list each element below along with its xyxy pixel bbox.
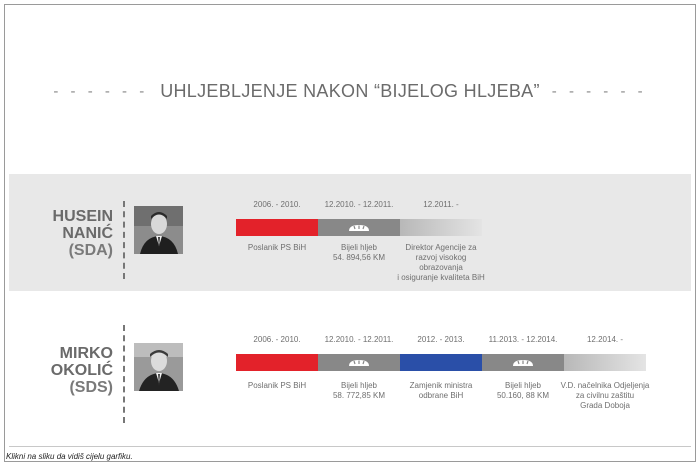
title-dashes-right: - - - - - - bbox=[551, 82, 647, 100]
timeline-segment-gray bbox=[318, 354, 400, 371]
timeline-segment-red bbox=[236, 219, 318, 236]
timeline-segment-gray bbox=[318, 219, 400, 236]
period-label: 12.2010. - 12.2011. bbox=[324, 335, 394, 344]
position-description: Poslanik PS BiH bbox=[232, 381, 322, 391]
name-divider bbox=[123, 325, 125, 423]
bread-icon bbox=[349, 359, 369, 366]
period-label: 11.2013. - 12.2014. bbox=[488, 335, 558, 344]
infographic[interactable]: - - - - - - UHLJEBLJENJE NAKON “BIJELOG … bbox=[4, 4, 696, 462]
timeline-segment-fade bbox=[400, 219, 482, 236]
description-line: Grada Doboja bbox=[580, 401, 630, 410]
description-line: za civilnu zaštitu bbox=[575, 391, 635, 400]
bread-icon bbox=[513, 359, 533, 366]
first-name: HUSEIN bbox=[52, 208, 113, 225]
click-caption[interactable]: Klikni na sliku da vidiš cijelu garfiku. bbox=[6, 452, 133, 461]
timeline-segment-gray bbox=[482, 354, 564, 371]
position-description: Poslanik PS BiH bbox=[232, 243, 322, 253]
description-line: Poslanik PS BiH bbox=[247, 243, 307, 252]
bread-icon bbox=[349, 224, 369, 231]
description-line: Bijeli hljeb bbox=[340, 381, 378, 390]
period-label: 12.2011. - bbox=[423, 200, 459, 209]
footer-divider bbox=[9, 446, 691, 447]
portrait-photo-okolic bbox=[134, 343, 183, 391]
description-line: Bijeli hljeb bbox=[340, 243, 378, 252]
portrait-photo-nanic bbox=[134, 206, 183, 254]
description-line: razvoj visokog obrazovanja bbox=[415, 253, 467, 272]
period-label: 12.2010. - 12.2011. bbox=[324, 200, 394, 209]
timeline-segment-red bbox=[236, 354, 318, 371]
description-line: V.D. načelnika Odjeljenja bbox=[560, 381, 650, 390]
last-name: NANIĆ bbox=[62, 225, 113, 242]
timeline-segment-blue bbox=[400, 354, 482, 371]
person-name-nanic: HUSEIN NANIĆ (SDA) bbox=[35, 208, 113, 259]
description-line: 50.160, 88 KM bbox=[496, 391, 550, 400]
party-label: (SDS) bbox=[69, 379, 113, 396]
description-line: Bijeli hljeb bbox=[504, 381, 542, 390]
title-dashes-left: - - - - - - bbox=[53, 82, 149, 100]
description-line: 58. 772,85 KM bbox=[332, 391, 386, 400]
person-name-okolic: MIRKO OKOLIĆ (SDS) bbox=[35, 345, 113, 396]
name-divider bbox=[123, 201, 125, 279]
period-label: 2006. - 2010. bbox=[253, 335, 301, 344]
infographic-title: UHLJEBLJENJE NAKON “BIJELOG HLJEBA” bbox=[160, 80, 540, 101]
description-line: odbrane BiH bbox=[418, 391, 464, 400]
period-label: 12.2014. - bbox=[586, 335, 624, 344]
timeline-segment-fade bbox=[564, 354, 646, 371]
description-line: i osiguranje kvaliteta BiH bbox=[397, 273, 485, 282]
description-line: Zamjenik ministra bbox=[409, 381, 473, 390]
portrait-icon bbox=[134, 206, 183, 254]
description-line: Poslanik PS BiH bbox=[247, 381, 307, 390]
first-name: MIRKO bbox=[59, 345, 113, 362]
description-line: Direktor Agencije za bbox=[405, 243, 477, 252]
portrait-icon bbox=[134, 343, 183, 391]
title-row: - - - - - - UHLJEBLJENJE NAKON “BIJELOG … bbox=[5, 78, 695, 104]
party-label: (SDA) bbox=[68, 242, 113, 259]
last-name: OKOLIĆ bbox=[50, 362, 113, 379]
person-band-okolic bbox=[9, 323, 691, 433]
period-label: 2012. - 2013. bbox=[417, 335, 465, 344]
description-line: 54. 894,56 KM bbox=[332, 253, 386, 262]
period-label: 2006. - 2010. bbox=[253, 200, 301, 209]
